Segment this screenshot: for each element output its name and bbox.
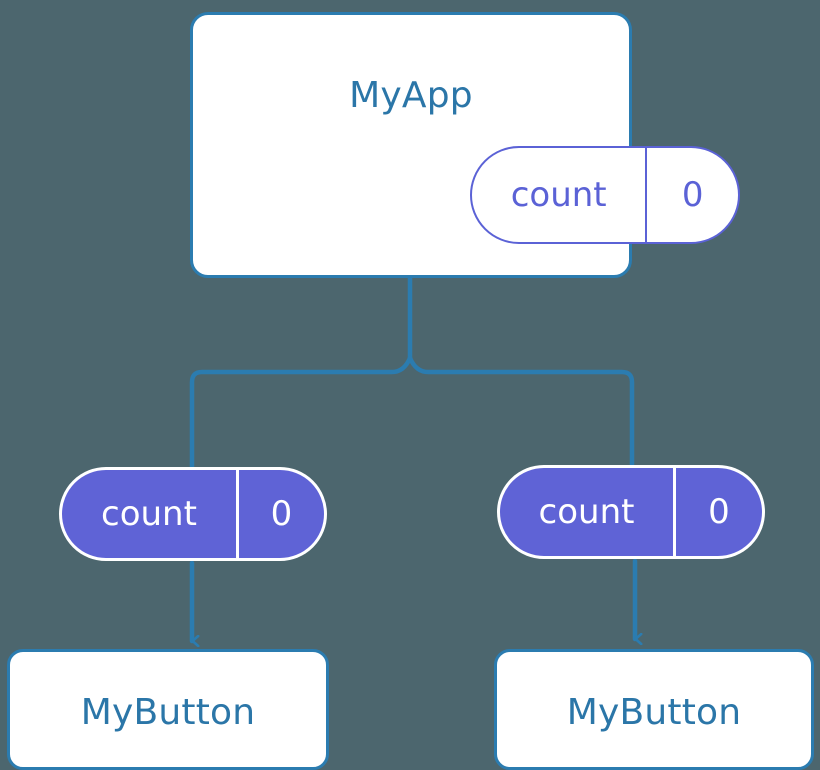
root-component-card[interactable]: MyApp count 0	[190, 12, 740, 278]
root-component-title: MyApp	[349, 75, 473, 116]
child-component-title-left: MyButton	[80, 692, 256, 733]
child-state-key-left: count	[101, 494, 197, 534]
child-component-title-right: MyButton	[566, 692, 742, 733]
child-state-value-left: 0	[235, 470, 324, 558]
child-state-pill-right[interactable]: count 0	[497, 465, 765, 559]
child-state-value-right: 0	[673, 468, 762, 556]
root-state-pill[interactable]: count 0	[470, 146, 740, 244]
root-state-key: count	[510, 175, 607, 215]
child-component-card-right[interactable]: MyButton	[494, 649, 814, 770]
child-component-card-left[interactable]: MyButton	[7, 649, 329, 770]
root-state-value: 0	[645, 148, 738, 242]
connector-branch-right	[407, 355, 635, 468]
child-state-pill-left[interactable]: count 0	[59, 467, 327, 561]
connector-branch-left	[189, 355, 413, 470]
child-state-key-right: count	[538, 492, 635, 532]
